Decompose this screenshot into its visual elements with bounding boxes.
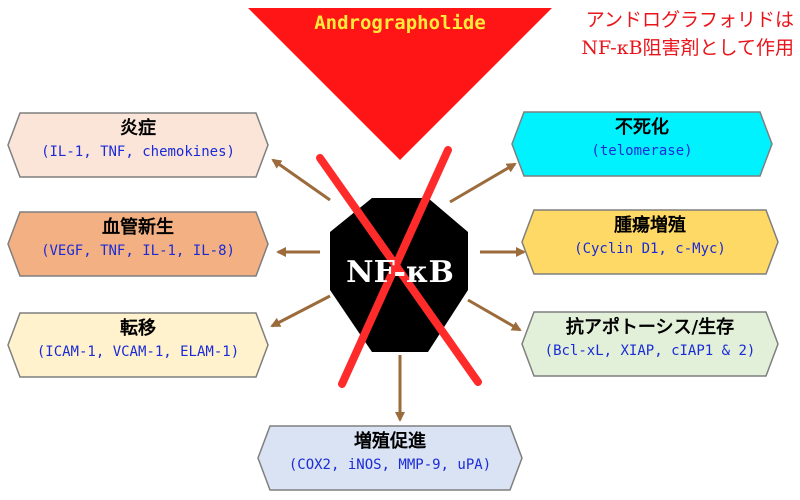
andrographolide-label: Andrographolide <box>314 12 486 34</box>
box-proliferation <box>257 425 523 491</box>
box-metastasis <box>7 312 269 378</box>
box-antiapoptosis <box>521 311 779 377</box>
arrow-immortality <box>449 162 517 204</box>
annotation-note: アンドログラフォリドは NF-κB阻害剤として作用 <box>534 6 794 62</box>
annotation-line-1: アンドログラフォリドは <box>585 9 794 31</box>
arrows <box>270 158 526 422</box>
nfkb-label: NF-κB <box>346 255 454 290</box>
annotation-line-2: NF-κB阻害剤として作用 <box>581 37 794 59</box>
box-inflammation <box>7 112 269 178</box>
box-immortality <box>511 111 773 177</box>
arrow-antiapoptosis <box>467 298 522 332</box>
arrow-metastasis <box>270 294 331 328</box>
box-tumor <box>521 209 779 275</box>
andrographolide-triangle <box>248 8 552 160</box>
arrow-inflammation <box>271 158 331 202</box>
inhibition-cross <box>316 146 482 388</box>
box-angiogenesis <box>7 211 269 277</box>
